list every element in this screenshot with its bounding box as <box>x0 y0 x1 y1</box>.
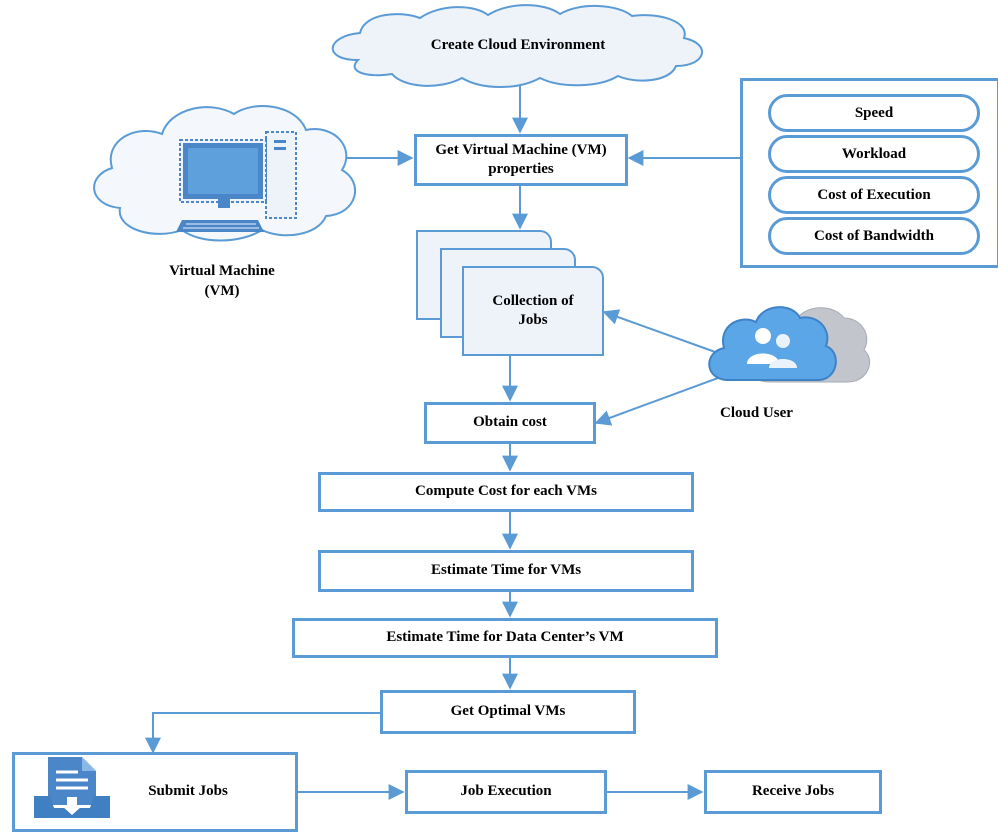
job-execution-label: Job Execution <box>460 783 552 800</box>
property-cost-bandwidth: Cost of Bandwidth <box>768 217 980 255</box>
vm-label: Virtual Machine (VM) <box>169 263 275 299</box>
cloud-user-label: Cloud User <box>720 405 793 421</box>
job-execution-node: Job Execution <box>405 770 607 814</box>
receive-jobs-label: Receive Jobs <box>751 783 835 800</box>
property-speed: Speed <box>768 94 980 132</box>
compute-cost-node: Compute Cost for each VMs <box>318 472 694 512</box>
estimate-dc-label: Estimate Time for Data Center’s VM <box>386 629 624 646</box>
collection-of-jobs-node: Collection of Jobs <box>462 266 604 356</box>
submit-jobs-node <box>12 752 298 832</box>
create-cloud-shape <box>331 4 703 88</box>
optimal-vms-label: Get Optimal VMs <box>450 703 566 720</box>
desktop-computer-icon <box>176 131 297 232</box>
submit-jobs-label: Submit Jobs <box>148 783 228 799</box>
arrow-user-to-obtain <box>594 377 719 426</box>
obtain-cost-node: Obtain cost <box>424 402 596 444</box>
optimal-vms-node: Get Optimal VMs <box>380 690 636 734</box>
estimate-time-node: Estimate Time for VMs <box>318 550 694 592</box>
create-cloud-label: Create Cloud Environment <box>430 37 606 53</box>
collection-of-jobs-label: Collection of Jobs <box>492 292 574 329</box>
cloud-user-icon <box>708 306 870 383</box>
property-workload: Workload <box>768 135 980 173</box>
property-cost-execution: Cost of Execution <box>768 176 980 214</box>
arrow-optimal-to-submit <box>145 712 380 754</box>
document-tray-icon <box>34 757 110 818</box>
receive-jobs-node: Receive Jobs <box>704 770 882 814</box>
compute-cost-label: Compute Cost for each VMs <box>415 483 597 500</box>
estimate-dc-node: Estimate Time for Data Center’s VM <box>292 618 718 658</box>
estimate-time-label: Estimate Time for VMs <box>430 562 582 579</box>
get-vm-properties-label: Get Virtual Machine (VM) properties <box>435 141 607 178</box>
get-vm-properties-node: Get Virtual Machine (VM) properties <box>414 134 628 186</box>
arrow-user-to-jobs <box>602 309 719 354</box>
obtain-cost-label: Obtain cost <box>473 414 547 431</box>
